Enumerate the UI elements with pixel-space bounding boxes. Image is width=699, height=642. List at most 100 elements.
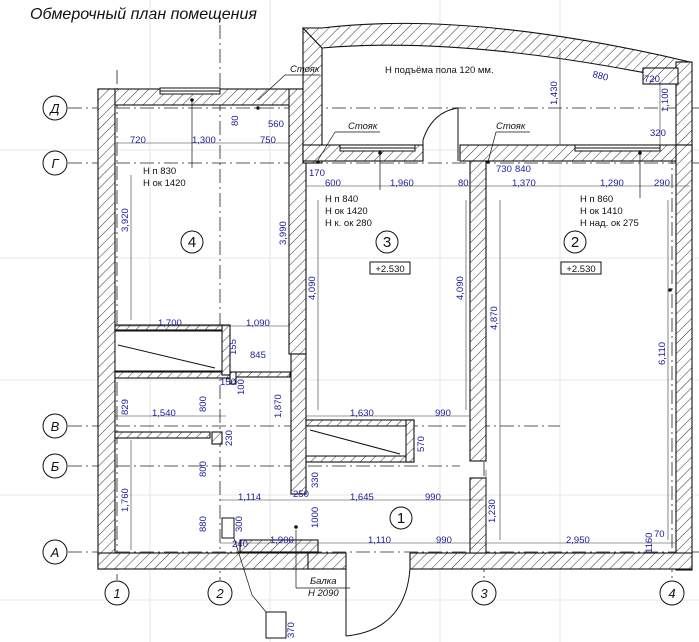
axis-label-row-a: А — [50, 545, 60, 560]
dim-1630: 1,630 — [350, 408, 374, 419]
dim-1700: 1,700 — [158, 318, 182, 329]
room-4-sill-height: Н п 830 — [143, 166, 176, 177]
axis-label-row-v: В — [51, 419, 60, 434]
dim-4090-right: 4,090 — [455, 276, 466, 300]
axis-label-row-b: Б — [51, 459, 60, 474]
room-3-niche-height: Н к. ок 280 — [325, 218, 372, 229]
dim-6110: 6,110 — [657, 342, 668, 365]
axis-label-row-d: Д — [48, 101, 59, 116]
room-3-level: +2.530 — [375, 264, 404, 275]
dim-320: 320 — [650, 128, 666, 139]
leader-dots — [190, 98, 672, 529]
room-2-sill-height: Н п 860 — [580, 194, 613, 205]
dim-80-top: 80 — [458, 178, 469, 189]
stoyak-label-2: Стояк — [348, 121, 378, 132]
dim-1900: 1,900 — [270, 535, 294, 546]
beam-height: Н 2090 — [308, 588, 339, 599]
dim-240: 240 — [232, 539, 248, 550]
dim-1230: 1,230 — [487, 499, 498, 523]
dim-2950: 2,950 — [566, 535, 590, 546]
dim-1000: 1000 — [310, 507, 321, 528]
dim-330: 330 — [310, 472, 321, 488]
room-3-window-height: Н ок 1420 — [325, 206, 368, 217]
dim-4090-left: 4,090 — [307, 276, 318, 300]
dim-3920: 3,920 — [120, 208, 131, 232]
dim-1960: 1,960 — [390, 178, 414, 189]
doors — [265, 107, 459, 639]
walls — [97, 22, 693, 571]
axis-label-col-3: 3 — [480, 586, 488, 601]
room-number-3: 3 — [383, 234, 391, 251]
dim-800-lower: 800 — [198, 461, 209, 477]
dim-1100: 1,100 — [660, 88, 671, 112]
beam-title: Балка — [310, 576, 337, 587]
dim-1760: 1,760 — [120, 488, 131, 512]
room-number-2: 2 — [571, 234, 579, 251]
dim-1090: 1,090 — [246, 318, 270, 329]
leader-lines — [191, 74, 641, 613]
stoyak-label-3: Стояк — [496, 121, 526, 132]
dim-800-upper: 800 — [198, 396, 209, 412]
dim-880: 880 — [591, 69, 609, 84]
dim-990-lower: 990 — [425, 492, 441, 503]
dim-80-vertical: 80 — [230, 115, 241, 126]
balcony-floor-note: Н подъёма пола 120 мм. — [385, 65, 494, 76]
dim-250: 250 — [293, 489, 309, 500]
dim-1114: 1,114 — [238, 492, 261, 503]
dim-4870: 4,870 — [489, 306, 500, 330]
dim-1160: 1160 — [644, 533, 655, 553]
dim-170: 170 — [309, 168, 325, 179]
axis-label-col-4: 4 — [668, 586, 675, 601]
dim-560: 560 — [268, 119, 284, 130]
dim-290: 290 — [654, 178, 670, 189]
dim-730: 730 — [496, 164, 512, 175]
dim-845: 845 — [250, 350, 266, 361]
dim-1110: 1,110 — [368, 535, 391, 546]
dim-3990: 3,990 — [278, 221, 289, 245]
dim-155: 155 — [228, 339, 239, 355]
axis-label-col-2: 2 — [215, 586, 224, 601]
dim-1430: 1,430 — [549, 81, 560, 105]
stoyak-label-1: Стояк — [290, 64, 320, 75]
dim-1645: 1,645 — [350, 492, 374, 503]
axis-bubbles — [42, 95, 685, 606]
dimension-lines — [115, 48, 690, 550]
dim-720-balcony: 720 — [644, 74, 660, 85]
axis-label-col-1: 1 — [113, 586, 120, 601]
room-3-sill-height: Н п 840 — [325, 194, 358, 205]
dim-570: 570 — [416, 436, 427, 452]
room-2-level: +2.530 — [566, 264, 595, 275]
dim-1870: 1,870 — [273, 394, 284, 418]
plan-title: Обмерочный план помещения — [30, 6, 257, 23]
room-number-4: 4 — [188, 234, 196, 251]
dim-990-bottom: 990 — [436, 535, 452, 546]
room-2-lintel-height: Н над. ок 275 — [580, 218, 639, 229]
dim-1300: 1,300 — [192, 135, 216, 146]
dim-880-lower: 880 — [198, 516, 209, 532]
dim-829: 829 — [120, 399, 131, 415]
dim-100: 100 — [236, 379, 247, 395]
axis-lines — [68, 25, 699, 580]
dim-1540: 1,540 — [152, 408, 176, 419]
vent-shafts — [114, 330, 407, 539]
room-4-window-height: Н ок 1420 — [143, 178, 186, 189]
dim-1370: 1,370 — [512, 178, 536, 189]
room-2-window-height: Н ок 1410 — [580, 206, 623, 217]
dim-300: 300 — [234, 516, 245, 532]
dim-150: 150 — [220, 377, 236, 388]
dim-720: 720 — [130, 135, 146, 146]
dim-990-middle: 990 — [435, 408, 451, 419]
room-number-1: 1 — [397, 510, 405, 527]
axis-label-row-g: Г — [51, 156, 59, 171]
dim-1290: 1,290 — [600, 178, 624, 189]
dim-750: 750 — [260, 135, 276, 146]
dim-370: 370 — [286, 622, 297, 638]
dim-70: 70 — [654, 529, 665, 540]
room-markers — [180, 230, 602, 530]
windows — [159, 87, 661, 152]
dim-230: 230 — [224, 430, 235, 446]
dim-840: 840 — [515, 164, 531, 175]
dim-600: 600 — [325, 178, 341, 189]
